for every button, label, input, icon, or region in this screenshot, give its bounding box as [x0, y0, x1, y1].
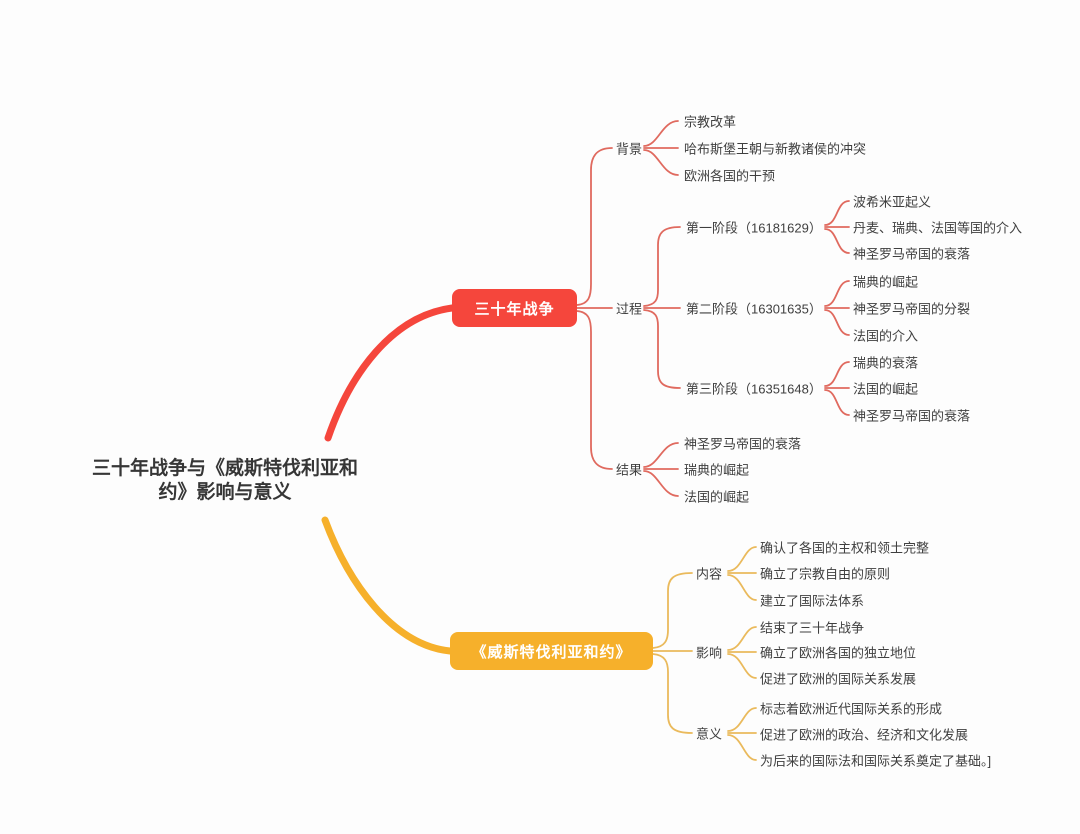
leaf-item[interactable]: 欧洲各国的干预	[684, 168, 776, 184]
topic-process[interactable]: 过程	[616, 301, 643, 317]
leaf-item[interactable]: 建立了国际法体系	[760, 593, 865, 609]
leaf-item[interactable]: 法国的崛起	[684, 489, 750, 505]
leaf-item[interactable]: 波希米亚起义	[853, 194, 932, 210]
branch-node-treaty[interactable]: 《威斯特伐利亚和约》	[450, 632, 653, 670]
topic-result[interactable]: 结果	[616, 462, 643, 478]
leaf-item[interactable]: 神圣罗马帝国的衰落	[853, 246, 971, 262]
war-subtree-lines	[576, 120, 850, 497]
leaf-item[interactable]: 瑞典的崛起	[853, 274, 919, 290]
topic-background[interactable]: 背景	[616, 141, 643, 157]
leaf-item[interactable]: 确认了各国的主权和领土完整	[760, 540, 930, 556]
leaf-item[interactable]: 丹麦、瑞典、法国等国的介入	[853, 220, 1023, 236]
topic-influence[interactable]: 影响	[696, 645, 723, 661]
topic-significance[interactable]: 意义	[696, 726, 723, 742]
leaf-item[interactable]: 神圣罗马帝国的衰落	[684, 436, 802, 452]
leaf-item[interactable]: 宗教改革	[684, 114, 737, 130]
stage-node-2[interactable]: 第二阶段（16301635）	[686, 301, 822, 317]
stage-node-1[interactable]: 第一阶段（16181629）	[686, 220, 822, 236]
leaf-item[interactable]: 瑞典的崛起	[684, 462, 750, 478]
leaf-item[interactable]: 为后来的国际法和国际关系奠定了基础。]	[760, 753, 992, 769]
stage-node-3[interactable]: 第三阶段（16351648）	[686, 381, 822, 397]
leaf-item[interactable]: 确立了欧洲各国的独立地位	[760, 645, 917, 661]
leaf-item[interactable]: 确立了宗教自由的原则	[760, 566, 891, 582]
treaty-subtree-lines	[652, 546, 757, 761]
leaf-item[interactable]: 促进了欧洲的国际关系发展	[760, 671, 917, 687]
leaf-item[interactable]: 神圣罗马帝国的分裂	[853, 301, 971, 317]
leaf-item[interactable]: 法国的介入	[853, 328, 919, 344]
leaf-item[interactable]: 标志着欧洲近代国际关系的形成	[760, 701, 943, 717]
leaf-item[interactable]: 结束了三十年战争	[760, 620, 865, 636]
leaf-item[interactable]: 哈布斯堡王朝与新教诸侯的冲突	[684, 141, 867, 157]
leaf-item[interactable]: 法国的崛起	[853, 381, 919, 397]
branch-node-war[interactable]: 三十年战争	[452, 289, 577, 327]
leaf-item[interactable]: 神圣罗马帝国的衰落	[853, 408, 971, 424]
root-topic[interactable]: 三十年战争与《威斯特伐利亚和约》影响与意义	[91, 458, 358, 503]
root-branch-curves	[321, 304, 456, 655]
leaf-item[interactable]: 瑞典的衰落	[853, 355, 919, 371]
topic-content[interactable]: 内容	[696, 566, 723, 582]
root-to-treaty-curve	[321, 516, 454, 655]
root-to-war-curve	[324, 304, 456, 442]
leaf-item[interactable]: 促进了欧洲的政治、经济和文化发展	[760, 727, 969, 743]
